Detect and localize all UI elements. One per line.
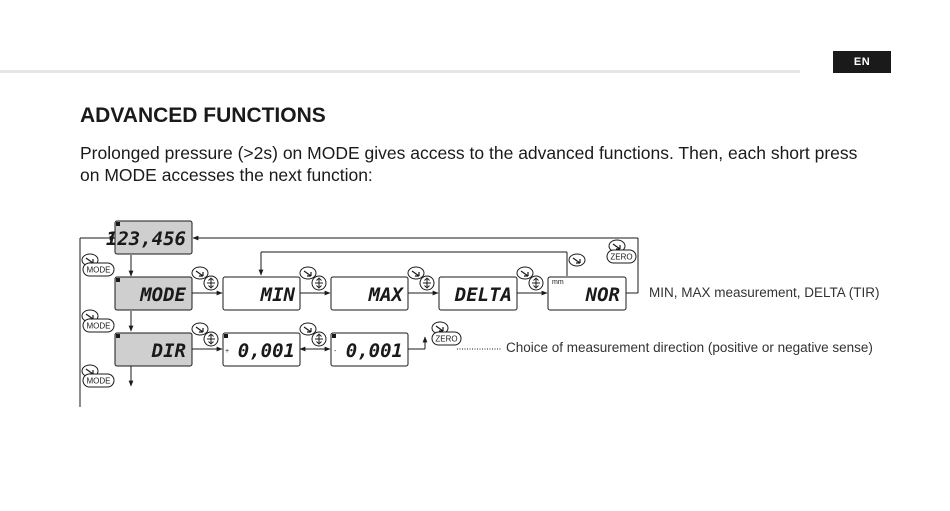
section-title: ADVANCED FUNCTIONS (80, 104, 326, 127)
navigation-icon (419, 275, 435, 291)
press-icon (568, 253, 586, 267)
display-min: MIN (222, 276, 301, 311)
display-negative: - 0,001 (330, 332, 409, 367)
press-icon (299, 322, 317, 336)
display-main: 123,456 (106, 220, 193, 255)
navigation-icon (528, 275, 544, 291)
press-icon (191, 322, 209, 336)
display-positive-text: 0,001 (238, 340, 295, 362)
mode-key-1-label: MODE (87, 266, 111, 275)
sign-plus: + (225, 348, 229, 355)
display-positive: + 0,001 (222, 332, 301, 367)
display-dir-text: DIR (151, 340, 186, 362)
navigation-icon (311, 275, 327, 291)
unit-mm-label: mm (552, 279, 564, 286)
press-icon (191, 266, 209, 280)
mode-key-3-label: MODE (87, 377, 111, 386)
display-nor: mm NOR (547, 276, 627, 311)
display-max: MAX (330, 276, 409, 311)
display-delta: DELTA (438, 276, 518, 311)
annotation-row1: MIN, MAX measurement, DELTA (TIR) (649, 285, 880, 300)
language-badge: EN (833, 51, 891, 73)
press-icon (299, 266, 317, 280)
display-nor-text: NOR (585, 284, 620, 306)
mode-key-1: MODE (81, 253, 115, 277)
navigation-icon (203, 275, 219, 291)
flow-lines (79, 235, 639, 407)
zero-key-top: ZERO (606, 239, 637, 264)
display-dir: DIR (114, 332, 193, 367)
display-main-text: 123,456 (106, 228, 186, 250)
mode-key-2-label: MODE (87, 322, 111, 331)
display-delta-text: DELTA (454, 284, 512, 306)
display-mode: MODE (114, 276, 193, 311)
mode-key-3: MODE (81, 364, 115, 388)
press-icon (407, 266, 425, 280)
sign-minus: - (334, 348, 337, 355)
display-mode-text: MODE (139, 284, 186, 306)
navigation-icon (311, 331, 327, 347)
navigation-icon (203, 331, 219, 347)
zero-key-row2: ZERO (431, 321, 462, 346)
display-max-text: MAX (368, 284, 405, 306)
mode-key-2: MODE (81, 309, 115, 333)
display-min-text: MIN (260, 284, 296, 306)
zero-key-row2-label: ZERO (435, 335, 457, 344)
zero-key-top-label: ZERO (610, 253, 632, 262)
display-negative-text: 0,001 (346, 340, 403, 362)
press-icon (516, 266, 534, 280)
annotation-row2: Choice of measurement direction (positiv… (506, 340, 873, 355)
header-rule (0, 70, 800, 73)
intro-paragraph: Prolonged pressure (>2s) on MODE gives a… (80, 143, 858, 185)
